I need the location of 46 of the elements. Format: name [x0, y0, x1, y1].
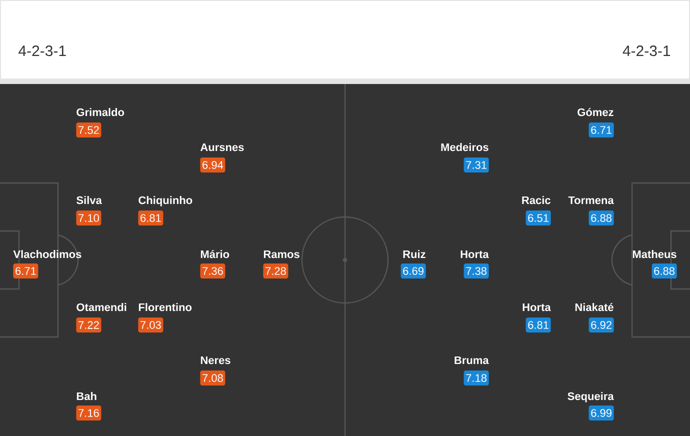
rating-badge: 7.10: [76, 210, 102, 226]
rating-badge: 7.38: [464, 264, 489, 278]
player-name: Silva: [76, 196, 102, 204]
rating-badge: 7.36: [200, 264, 226, 278]
player-name: Horta: [460, 250, 489, 258]
player-name: Gómez: [578, 108, 614, 116]
rating-badge: 7.03: [138, 318, 164, 332]
player-name: Vlachodimos: [13, 250, 82, 258]
player-name: Racic: [522, 196, 550, 204]
rating-badge: 7.16: [76, 406, 102, 420]
player-name: Bah: [76, 392, 96, 400]
player-name: Mário: [200, 250, 230, 258]
rating-badge: 6.51: [526, 210, 551, 226]
rating-badge: 6.81: [526, 318, 551, 332]
formation-label: 4-2-3-1: [18, 46, 66, 56]
rating-badge: 6.92: [588, 318, 614, 332]
player-name: Otamendi: [76, 303, 126, 312]
player-name: Neres: [200, 356, 230, 364]
player-name: Matheus: [632, 250, 676, 258]
rating-badge: 7.52: [76, 122, 102, 138]
player-name: Ramos: [264, 250, 300, 258]
player-name: Grimaldo: [76, 108, 124, 116]
rating-badge: 6.71: [13, 264, 38, 278]
player-name: Aursnes: [200, 143, 244, 152]
player-name: Horta: [522, 303, 551, 312]
player-name: Chiquinho: [138, 196, 192, 206]
rating-badge: 6.99: [588, 406, 614, 420]
rating-badge: 6.69: [400, 264, 426, 278]
rating-badge: 6.88: [652, 264, 677, 278]
player-name: Florentino: [138, 303, 192, 312]
rating-badge: 7.22: [76, 318, 102, 332]
player-name: Bruma: [454, 356, 489, 364]
formation-label: 4-2-3-1: [622, 46, 670, 56]
player-name: Medeiros: [441, 143, 488, 152]
rating-badge: 7.31: [464, 158, 489, 172]
rating-badge: 6.94: [200, 158, 226, 172]
player-name: Ruiz: [403, 250, 426, 258]
player-name: Niakaté: [575, 302, 614, 312]
rating-badge: 7.28: [263, 264, 288, 278]
rating-badge: 6.81: [138, 210, 164, 226]
player-name: Tormena: [568, 196, 614, 204]
player-name: Sequeira: [568, 392, 614, 402]
rating-badge: 7.18: [464, 370, 489, 386]
rating-badge: 7.08: [200, 370, 226, 386]
rating-badge: 6.71: [588, 122, 614, 138]
rating-badge: 6.88: [588, 210, 614, 226]
